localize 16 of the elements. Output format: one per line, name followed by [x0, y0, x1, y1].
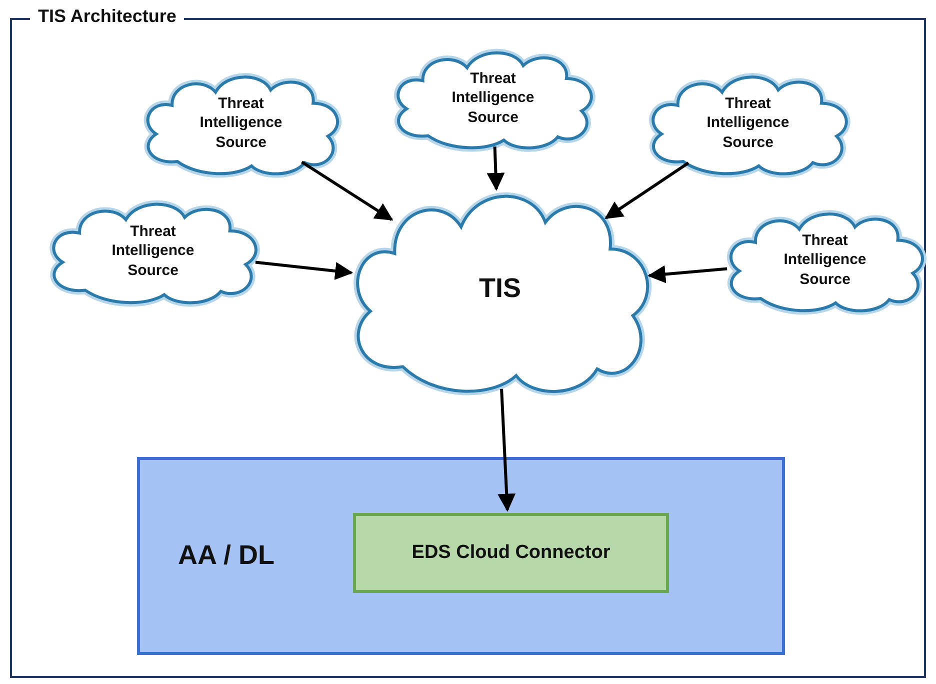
- component-box: [353, 513, 669, 593]
- arrow: [486, 146, 505, 191]
- box-label: AA / DL: [178, 539, 274, 572]
- arrow: [255, 260, 354, 280]
- cloud-label: Threat Intelligence Source: [450, 68, 536, 128]
- cloud-label: TIS: [478, 272, 521, 306]
- cloud-label: Threat Intelligence Source: [782, 230, 868, 290]
- cloud-label: Threat Intelligence Source: [706, 94, 790, 152]
- arrow: [604, 162, 690, 220]
- cloud-label: Threat Intelligence Source: [110, 222, 196, 280]
- box-label: EDS Cloud Connector: [412, 540, 610, 565]
- arrow: [648, 265, 728, 284]
- arrow: [498, 388, 516, 512]
- container-box: [137, 457, 785, 655]
- arrow: [300, 160, 394, 221]
- cloud-label: Threat Intelligence Source: [198, 94, 284, 152]
